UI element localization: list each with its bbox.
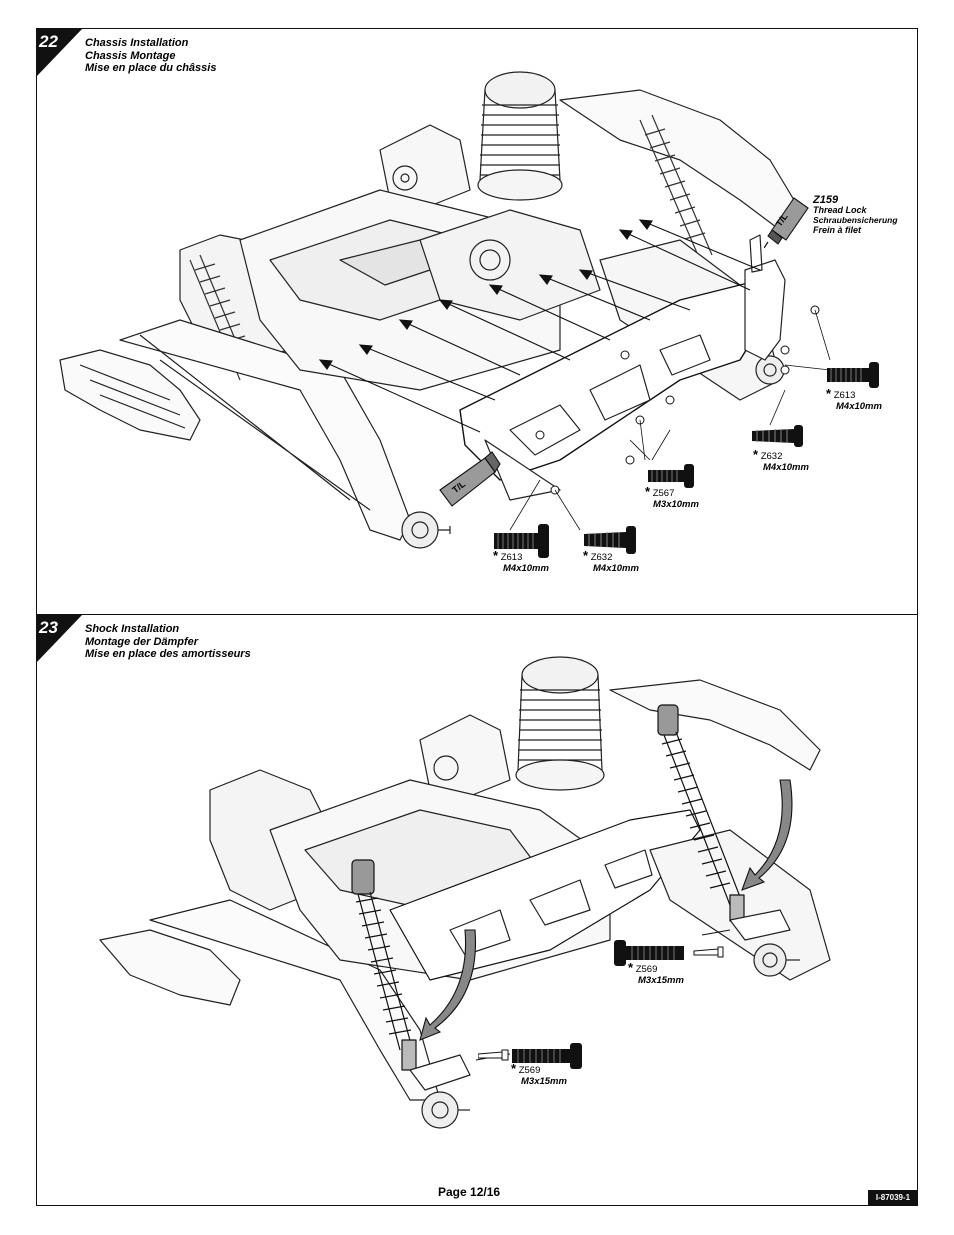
z159-callout: Z159 Thread Lock Schraubensicherung Frei…: [813, 194, 898, 236]
part-size: M3x15mm: [521, 1076, 567, 1087]
screw-icon: [614, 940, 724, 966]
z569-left-callout: * Z569 M3x15mm: [511, 1061, 567, 1087]
chassis-assembly-illustration: [59, 71, 831, 549]
z613-bottom-callout: * Z613 M4x10mm: [493, 548, 549, 574]
part-size: M3x10mm: [653, 499, 699, 510]
star-mark: *: [753, 447, 759, 462]
part-size: M3x15mm: [638, 975, 684, 986]
title-de: Montage der Dämpfer: [85, 635, 199, 648]
step-number: 22: [39, 32, 58, 51]
part-name-fr: Frein à filet: [813, 225, 862, 235]
z613-right-callout: * Z613 M4x10mm: [826, 386, 882, 412]
screw-icon: [494, 524, 549, 558]
z632-bottom-callout: * Z632 M4x10mm: [583, 548, 639, 574]
title-fr: Mise en place du châssis: [85, 62, 217, 74]
star-mark: *: [493, 548, 499, 563]
part-code: Z569: [635, 964, 658, 975]
part-code: Z567: [652, 488, 675, 499]
part-size: M4x10mm: [503, 563, 549, 574]
page-number: Page 12/16: [438, 1185, 501, 1199]
z569-right-callout: * Z569 M3x15mm: [628, 960, 684, 986]
title-en: Shock Installation: [85, 623, 180, 635]
shock-assembly-illustration: [99, 656, 831, 1129]
star-mark: *: [583, 548, 589, 563]
part-code: Z613: [833, 390, 856, 401]
screw-icon: [752, 425, 803, 447]
step-23-badge: 23: [36, 615, 82, 663]
star-mark: *: [826, 386, 832, 401]
step-22-badge: 22: [36, 29, 82, 77]
part-code: Z159: [813, 194, 839, 206]
title-de: Chassis Montage: [85, 49, 176, 62]
star-mark: *: [645, 484, 651, 499]
star-mark: *: [628, 960, 634, 975]
screw-icon: [584, 526, 636, 554]
screw-icon: [648, 464, 694, 488]
title-fr: Mise en place des amortisseurs: [85, 648, 251, 660]
star-mark: *: [511, 1061, 517, 1076]
part-code: Z613: [500, 552, 523, 563]
screw-icon: [827, 362, 879, 388]
part-code: Z632: [590, 552, 613, 563]
step-22-title: Chassis Installation Chassis Montage Mis…: [85, 37, 216, 75]
z632-right-callout: * Z632 M4x10mm: [753, 447, 809, 473]
part-size: M4x10mm: [763, 462, 809, 473]
document-code: I-87039-1: [868, 1190, 918, 1205]
step-badge-icon: [36, 615, 82, 663]
part-code: Z632: [760, 451, 783, 462]
part-code: Z569: [518, 1065, 541, 1076]
screw-icon: [478, 1043, 582, 1069]
part-name: Thread Lock: [813, 205, 867, 215]
title-en: Chassis Installation: [85, 37, 189, 49]
step-number: 23: [39, 618, 58, 637]
thread-lock-tube-icon: [764, 197, 809, 249]
step-23-title: Shock Installation Montage der Dämpfer M…: [85, 623, 251, 661]
step-divider: [36, 614, 918, 615]
z567-callout: * Z567 M3x10mm: [645, 484, 699, 510]
part-size: M4x10mm: [593, 563, 639, 574]
part-name-de: Schraubensicherung: [813, 215, 898, 225]
part-size: M4x10mm: [836, 401, 882, 412]
step-badge-icon: [36, 29, 82, 77]
